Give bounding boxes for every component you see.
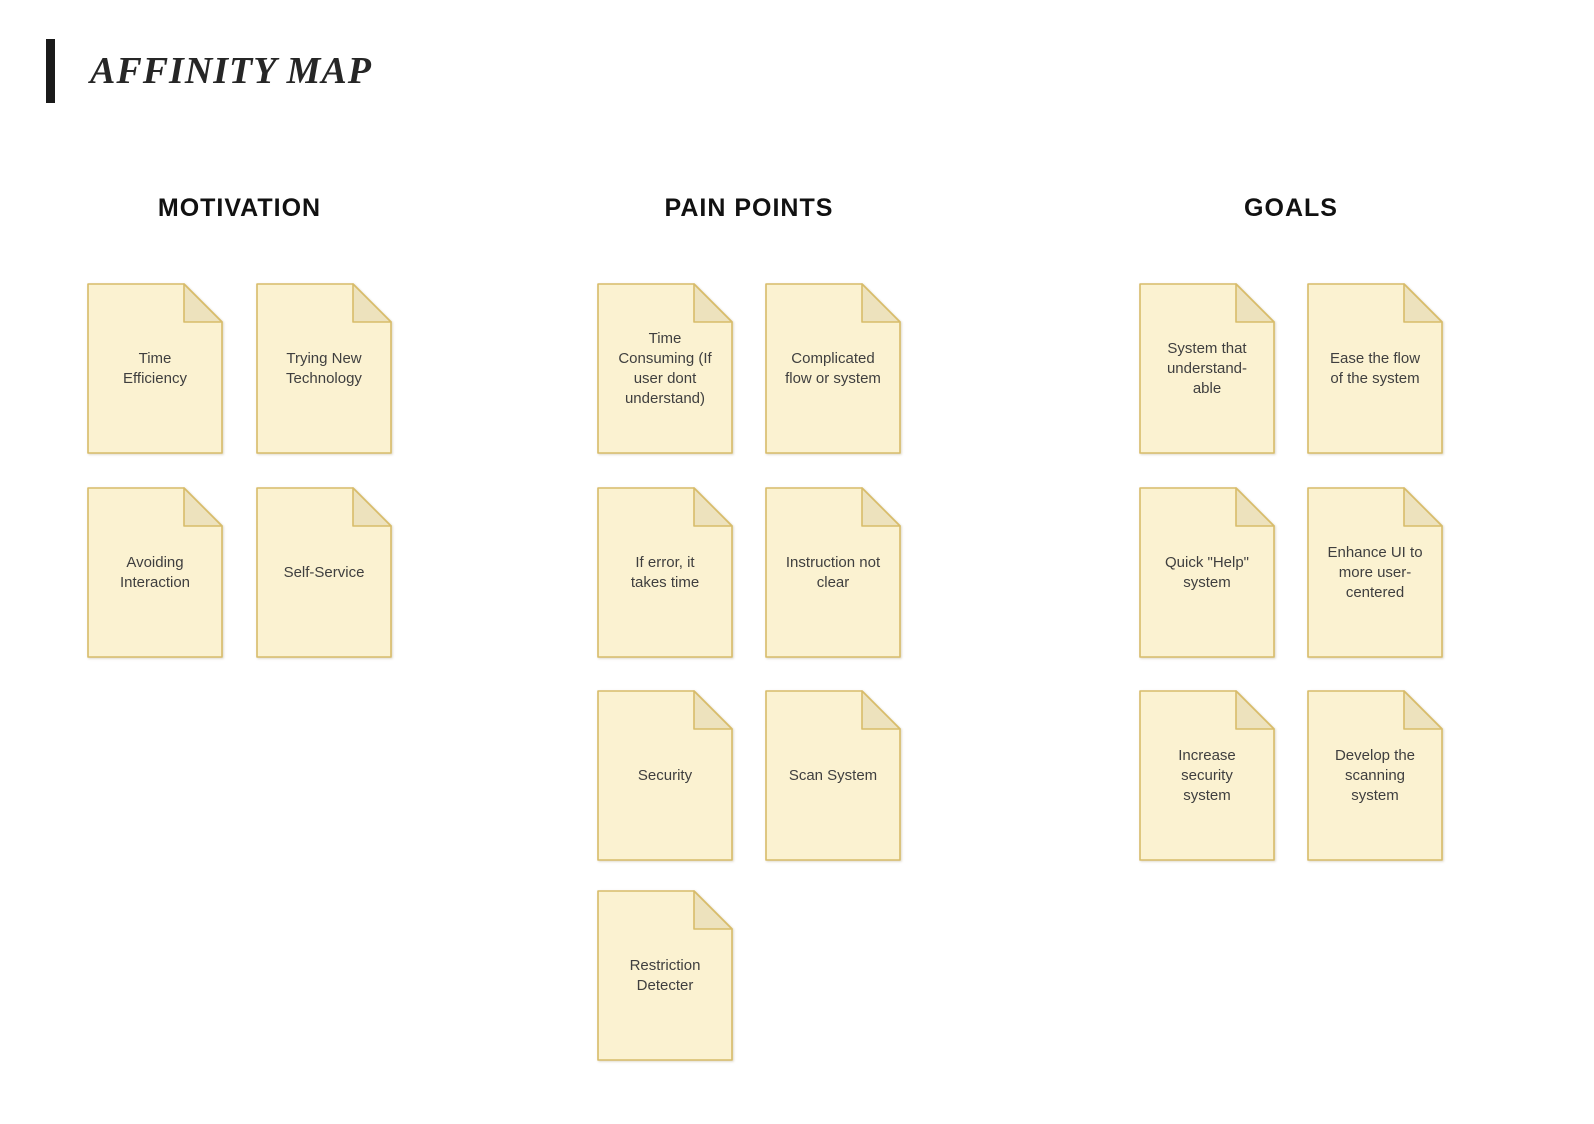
sticky-note-avoiding-interaction: Avoiding Interaction: [87, 487, 223, 658]
note-shape: [597, 283, 733, 454]
sticky-note-restriction-detecter: Restriction Detecter: [597, 890, 733, 1061]
note-label: Ease the flow of the system: [1329, 349, 1421, 387]
note-label: Security: [637, 766, 693, 784]
sticky-note-time-efficiency: Time Efficiency: [87, 283, 223, 454]
note-label: Complicated flow or system: [785, 349, 881, 387]
note-label: Time Consuming (If user dont understand): [618, 329, 712, 407]
sticky-note-self-service: Self-Service: [256, 487, 392, 658]
column-header-motivation: MOTIVATION: [157, 194, 322, 222]
sticky-note-enhance-ui: Enhance UI to more user- centered: [1307, 487, 1443, 658]
sticky-note-system-understandable: System that understand- able: [1139, 283, 1275, 454]
sticky-note-security: Security: [597, 690, 733, 861]
note-shape: [765, 690, 901, 861]
note-label: Self-Service: [283, 563, 365, 581]
note-shape: [1307, 690, 1443, 861]
note-shape: [1139, 690, 1275, 861]
note-label: Time Efficiency: [123, 349, 187, 387]
sticky-note-trying-new-technology: Trying New Technology: [256, 283, 392, 454]
note-label: If error, it takes time: [630, 553, 700, 591]
sticky-note-quick-help-system: Quick "Help" system: [1139, 487, 1275, 658]
title-accent-bar: [46, 39, 55, 103]
note-shape: [597, 487, 733, 658]
sticky-note-time-consuming: Time Consuming (If user dont understand): [597, 283, 733, 454]
note-shape: [597, 890, 733, 1061]
sticky-note-ease-the-flow: Ease the flow of the system: [1307, 283, 1443, 454]
page-title: AFFINITY MAP: [90, 50, 372, 92]
sticky-note-complicated-flow: Complicated flow or system: [765, 283, 901, 454]
column-header-pain-points: PAIN POINTS: [664, 194, 834, 222]
note-shape: [256, 283, 392, 454]
note-label: Develop the scanning system: [1334, 746, 1416, 804]
note-shape: [1139, 283, 1275, 454]
page-title-block: AFFINITY MAP: [46, 39, 372, 103]
note-label: Avoiding Interaction: [119, 553, 191, 591]
note-shape: [765, 487, 901, 658]
column-header-goals: GOALS: [1244, 194, 1338, 222]
note-shape: [765, 283, 901, 454]
note-label: Instruction not clear: [785, 553, 881, 591]
note-label: Quick "Help" system: [1164, 553, 1249, 591]
note-shape: [1307, 283, 1443, 454]
sticky-note-scan-system: Scan System: [765, 690, 901, 861]
note-label: System that understand- able: [1166, 339, 1248, 397]
note-label: Enhance UI to more user- centered: [1327, 543, 1423, 601]
note-shape: [87, 487, 223, 658]
note-shape: [256, 487, 392, 658]
note-label: Increase security system: [1178, 746, 1236, 804]
note-label: Restriction Detecter: [629, 956, 701, 994]
sticky-note-if-error-takes-time: If error, it takes time: [597, 487, 733, 658]
note-label: Scan System: [788, 766, 878, 784]
sticky-note-increase-security: Increase security system: [1139, 690, 1275, 861]
note-shape: [597, 690, 733, 861]
sticky-note-instruction-not-clear: Instruction not clear: [765, 487, 901, 658]
note-shape: [87, 283, 223, 454]
note-shape: [1139, 487, 1275, 658]
note-shape: [1307, 487, 1443, 658]
sticky-note-develop-scanning: Develop the scanning system: [1307, 690, 1443, 861]
note-label: Trying New Technology: [286, 349, 362, 387]
